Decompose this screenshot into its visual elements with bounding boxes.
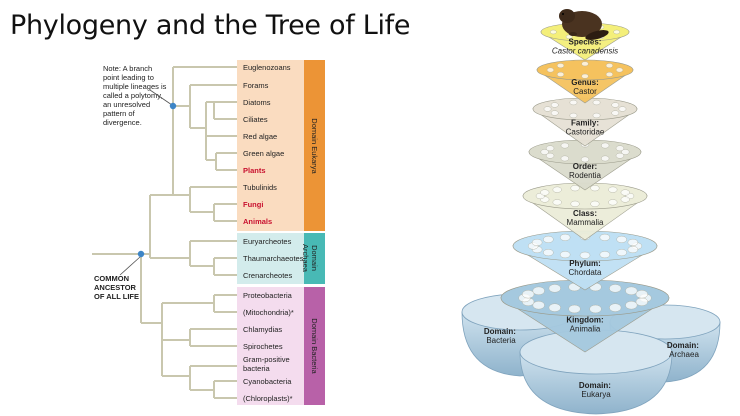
- taxon-label: Thaumarchaeotes: [243, 254, 304, 263]
- archaea-label-line-2: Archaea: [301, 244, 310, 273]
- taxon-label: (Mitochondria)*: [243, 308, 294, 317]
- bacteria-box: [237, 287, 304, 405]
- slide-title: Phylogeny and the Tree of Life: [10, 10, 411, 41]
- taxon-label: Animals: [243, 217, 272, 226]
- cone-kingdom: Kingdom:Animalia: [499, 279, 671, 353]
- eukarya-bar: [304, 60, 325, 231]
- tree-branches: [92, 66, 237, 399]
- taxon-label: Forams: [243, 81, 269, 90]
- domain-bacteria-label: Domain: Bacteria: [484, 327, 518, 345]
- cone-label: Family:Castoridae: [566, 119, 605, 137]
- cone-label: Order:Rodentia: [569, 162, 602, 180]
- taxon-label: Ciliates: [243, 115, 268, 124]
- taxon-label: (Chloroplasts)*: [243, 394, 293, 403]
- taxon-label: Diatoms: [243, 98, 271, 107]
- cone-family: Family:Castoridae: [532, 97, 638, 147]
- taxon-label: Red algae: [243, 132, 277, 141]
- polytomy-note: Note: A branch point leading to multiple…: [103, 64, 168, 127]
- polytomy-node: [169, 102, 177, 110]
- taxon-label: Crenarcheotes: [243, 271, 292, 280]
- note-line: an unresolved: [103, 100, 150, 109]
- note-line: divergence.: [103, 118, 142, 127]
- taxon-label: Fungi: [243, 200, 263, 209]
- taxon-label: Cyanobacteria: [243, 377, 292, 386]
- archaea-domain-label: Domain: [0, 0, 13, 2]
- note-pointer: [149, 89, 173, 106]
- cone-label: Genus:Castor: [571, 78, 599, 96]
- ancestor-line: COMMON: [94, 274, 129, 283]
- archaea-label-line-1: Domain: [310, 245, 319, 271]
- cone-order: Order:Rodentia: [528, 139, 642, 191]
- ancestor-line: OF ALL LIFE: [94, 292, 139, 301]
- domain-bowl-eukarya: [519, 329, 673, 415]
- cone-label: Phylum:Chordata: [569, 259, 602, 277]
- beaver-icon: [559, 9, 609, 40]
- cone-label: Class:Mammalia: [567, 209, 604, 227]
- common-ancestor-label: COMMON ANCESTOR OF ALL LIFE: [94, 274, 139, 301]
- eukarya-box: [237, 60, 304, 231]
- cone-label: Species:Castor canadensis: [552, 38, 618, 56]
- bacteria-domain-label: Domain Bacteria: [310, 318, 319, 374]
- note-line: Note: A branch: [103, 64, 152, 73]
- note-line: multiple lineages is: [103, 82, 167, 91]
- taxon-label: Euryarcheotes: [243, 237, 292, 246]
- taxon-label: Plants: [243, 166, 266, 175]
- archaea-label-line: Domain: [0, 0, 13, 2]
- ancestor-pointer: [119, 256, 141, 276]
- note-line: point leading to: [103, 73, 154, 82]
- taxon-label: Proteobacteria: [243, 291, 293, 300]
- eukarya-domain-label: Domain Eukarya: [310, 118, 319, 174]
- bacteria-bar: [304, 287, 325, 405]
- ancestor-line: ANCESTOR: [94, 283, 137, 292]
- cone-stack: Kingdom:Animalia Phylum:Chordata Class:Mam…: [499, 22, 671, 353]
- domain-eukarya-label: Domain: Eukarya: [579, 381, 613, 399]
- taxon-label: Chlamydias: [243, 325, 282, 334]
- common-ancestor-node: [137, 250, 145, 258]
- archaea-bar: [304, 233, 325, 284]
- taxon-label: Spirochetes: [243, 342, 283, 351]
- cone-label: Kingdom:Animalia: [566, 315, 603, 333]
- cone-class: Class:Mammalia: [522, 182, 648, 241]
- archaea-box: [237, 233, 304, 284]
- cone-genus: Genus:Castor: [536, 59, 634, 104]
- taxon-label: Green algae: [243, 149, 284, 158]
- cone-phylum: Phylum:Chordata: [511, 230, 659, 291]
- note-line: pattern of: [103, 109, 136, 118]
- domain-archaea-label: Domain: Archaea: [667, 341, 701, 359]
- note-line: called a polytomy,: [103, 91, 162, 100]
- taxon-label: Tubulinids: [243, 183, 277, 192]
- taxon-label: Euglenozoans: [243, 63, 291, 72]
